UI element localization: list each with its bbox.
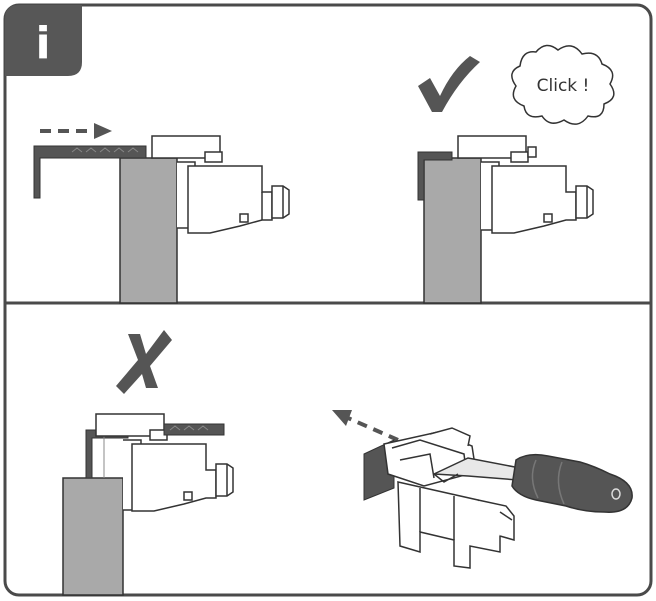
top-left-step	[33, 123, 290, 304]
module-housing	[397, 481, 515, 569]
clip-top-right	[417, 151, 453, 201]
click-speech-bubble: Click !	[511, 44, 615, 125]
dashed-arrow-up-left-icon	[332, 410, 399, 442]
bottom-right-step	[332, 410, 633, 569]
top-right-step: Click !	[417, 44, 615, 304]
info-icon	[5, 5, 82, 76]
socket-module-bottom-left	[131, 443, 234, 512]
checkmark-icon	[418, 56, 480, 112]
info-letter: i	[35, 18, 50, 69]
wall-top-right	[423, 157, 482, 304]
wall-top-left	[119, 157, 178, 304]
wall-bottom-left	[62, 477, 124, 596]
slide-clip-top-left	[33, 145, 147, 199]
socket-module-top-right	[491, 165, 594, 234]
screwdriver-icon	[433, 453, 633, 513]
info-badge: i	[5, 5, 82, 76]
dashed-arrow-right-icon	[40, 123, 112, 139]
slide-clip-bottom-left	[163, 423, 225, 436]
bottom-left-step	[62, 330, 234, 596]
cross-icon	[116, 330, 172, 394]
socket-module-top-left	[187, 165, 290, 234]
click-label: Click !	[537, 76, 590, 96]
